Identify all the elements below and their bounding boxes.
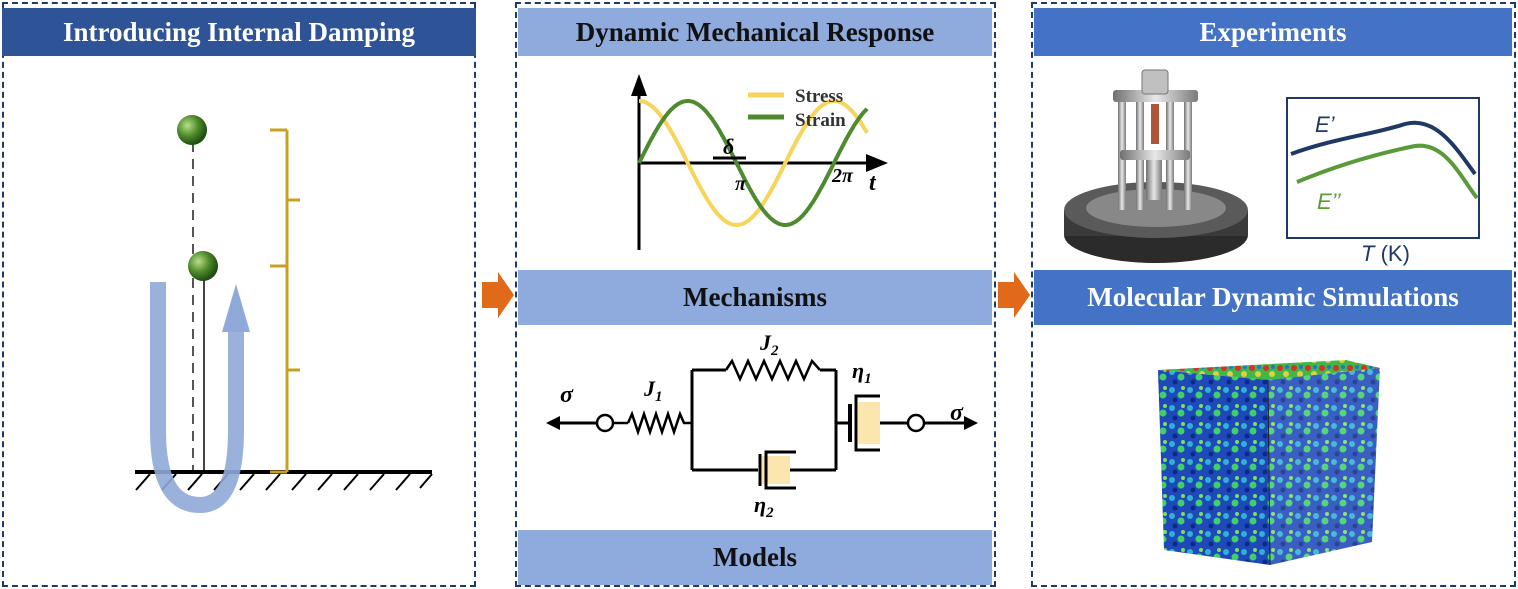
section-title-mechanisms: Mechanisms [518,270,992,325]
section-title-models: Models [518,530,992,585]
eta1-label: η1 [852,358,872,387]
ball-rebound-icon [188,251,218,281]
panel-dynamic-mechanical-response [515,2,996,587]
e-prime-label: E’ [1315,112,1336,137]
e-prime-curve [1290,120,1477,176]
modulus-temperature-plot: E’ E’’ T (K) [1286,97,1480,266]
spring-j1 [626,410,692,436]
bouncing-ball-diagram [135,115,433,514]
panel-title-experiments: Experiments [1034,8,1512,56]
flow-arrow-2 [998,272,1030,318]
e-double-prime-label: E’’ [1317,189,1342,214]
cube-front-face [1158,370,1270,565]
dashpot-eta1-cylinder [854,394,880,452]
panel-title-dynamic-response: Dynamic Mechanical Response [518,8,992,56]
j1-label: J1 [643,376,663,405]
x-axis-arrow [866,154,888,172]
dashpot-eta2-cylinder [764,450,796,490]
eta2-label: η2 [754,492,774,521]
md-simulation-cube-illustration [1158,360,1380,566]
panel-internal-damping [2,2,476,587]
bounce-arrow-head [222,284,250,332]
cube-side-face [1268,368,1380,565]
viscoelastic-model-diagram: σ J1 J2 η2 η1 σ [546,330,978,521]
height-bracket [270,128,300,474]
ground-hatching [135,473,433,491]
y-axis-arrow [631,74,647,96]
sigma-right-arrow [964,416,978,430]
panel-title-internal-damping: Introducing Internal Damping [2,8,476,56]
left-node [595,413,615,433]
dma-instrument-illustration [1064,69,1248,263]
plot-frame [1286,97,1480,239]
e-double-prime-curve [1296,143,1479,200]
two-pi-tick-label: 2π [831,165,854,187]
legend-strain-label: Strain [795,110,846,131]
sigma-right-label: σ [950,400,964,426]
flow-arrow-1 [482,272,514,318]
strain-curve [637,99,869,227]
j2-label: J2 [759,330,779,359]
sigma-left-arrow [546,416,560,430]
t-axis-label: t [869,170,877,196]
stress-curve [639,99,869,227]
stress-strain-wave-plot: δ π 2π t Stress Strain [631,74,888,250]
delta-label: δ [723,134,734,159]
bounce-arrow [150,282,244,514]
sigma-left-label: σ [560,382,574,408]
cube-top-face [1158,360,1380,380]
pi-tick-label: π [735,173,747,195]
ball-initial-icon [177,115,207,145]
right-node [906,413,926,433]
panel-experiments-simulations [1031,2,1516,587]
section-title-md-simulations: Molecular Dynamic Simulations [1034,270,1512,325]
legend-stress-label: Stress [795,86,843,107]
spring-j2 [724,357,821,383]
temperature-axis-label: T (K) [1361,241,1410,266]
